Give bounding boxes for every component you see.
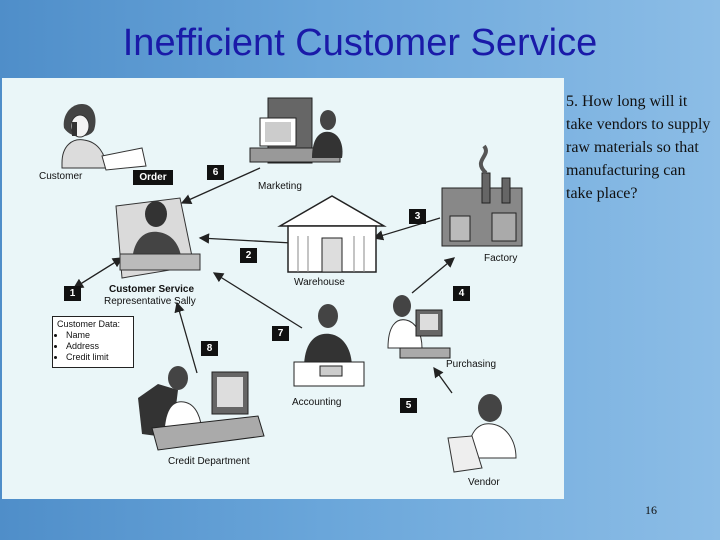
accounting-figure: [293, 304, 365, 387]
warehouse-label: Warehouse: [294, 277, 345, 288]
marketing-label: Marketing: [258, 181, 302, 192]
vendor-figure: [447, 394, 517, 473]
credit-department-figure: [138, 366, 265, 451]
step-8-badge: 8: [201, 341, 218, 356]
csr-label-line1: Customer Service: [109, 284, 195, 295]
factory-figure: [441, 144, 523, 247]
accounting-label: Accounting: [292, 397, 342, 408]
warehouse-figure: [277, 195, 387, 273]
credit-department-label: Credit Department: [168, 456, 250, 467]
purchasing-figure: [387, 295, 451, 359]
step-5-badge: 5: [400, 398, 417, 413]
purchasing-label: Purchasing: [446, 359, 497, 370]
flow-arrows: [72, 167, 455, 394]
step-7-badge: 7: [272, 326, 289, 341]
step-6-badge: 6: [207, 165, 224, 180]
customer-data-title: Customer Data:: [57, 319, 121, 329]
vendor-label: Vendor: [468, 477, 500, 488]
customer-data-box: Customer Data: Name Address Credit limit: [52, 316, 134, 368]
step-4-badge: 4: [453, 286, 470, 301]
slide-title: Inefficient Customer Service: [122, 22, 598, 64]
customer-figure: [61, 104, 147, 171]
marketing-figure: [249, 97, 343, 164]
diagram-panel: Customer Marketing Factory Warehouse Cus…: [2, 78, 564, 499]
customer-data-item: Address: [66, 341, 129, 352]
question-text: 5. How long will it take vendors to supp…: [566, 93, 711, 202]
step-2-badge: 2: [240, 248, 257, 263]
csr-label-line2: Representative Sally: [104, 296, 196, 307]
order-label: Order: [133, 170, 173, 185]
customer-data-item: Credit limit: [66, 352, 129, 363]
customer-service-rep-figure: [115, 197, 201, 279]
diagram-illustration: [61, 97, 523, 473]
page-number: 16: [645, 503, 657, 517]
step-1-badge: 1: [64, 286, 81, 301]
customer-label: Customer: [39, 171, 83, 182]
factory-label: Factory: [484, 253, 518, 264]
step-3-badge: 3: [409, 209, 426, 224]
customer-data-item: Name: [66, 330, 129, 341]
